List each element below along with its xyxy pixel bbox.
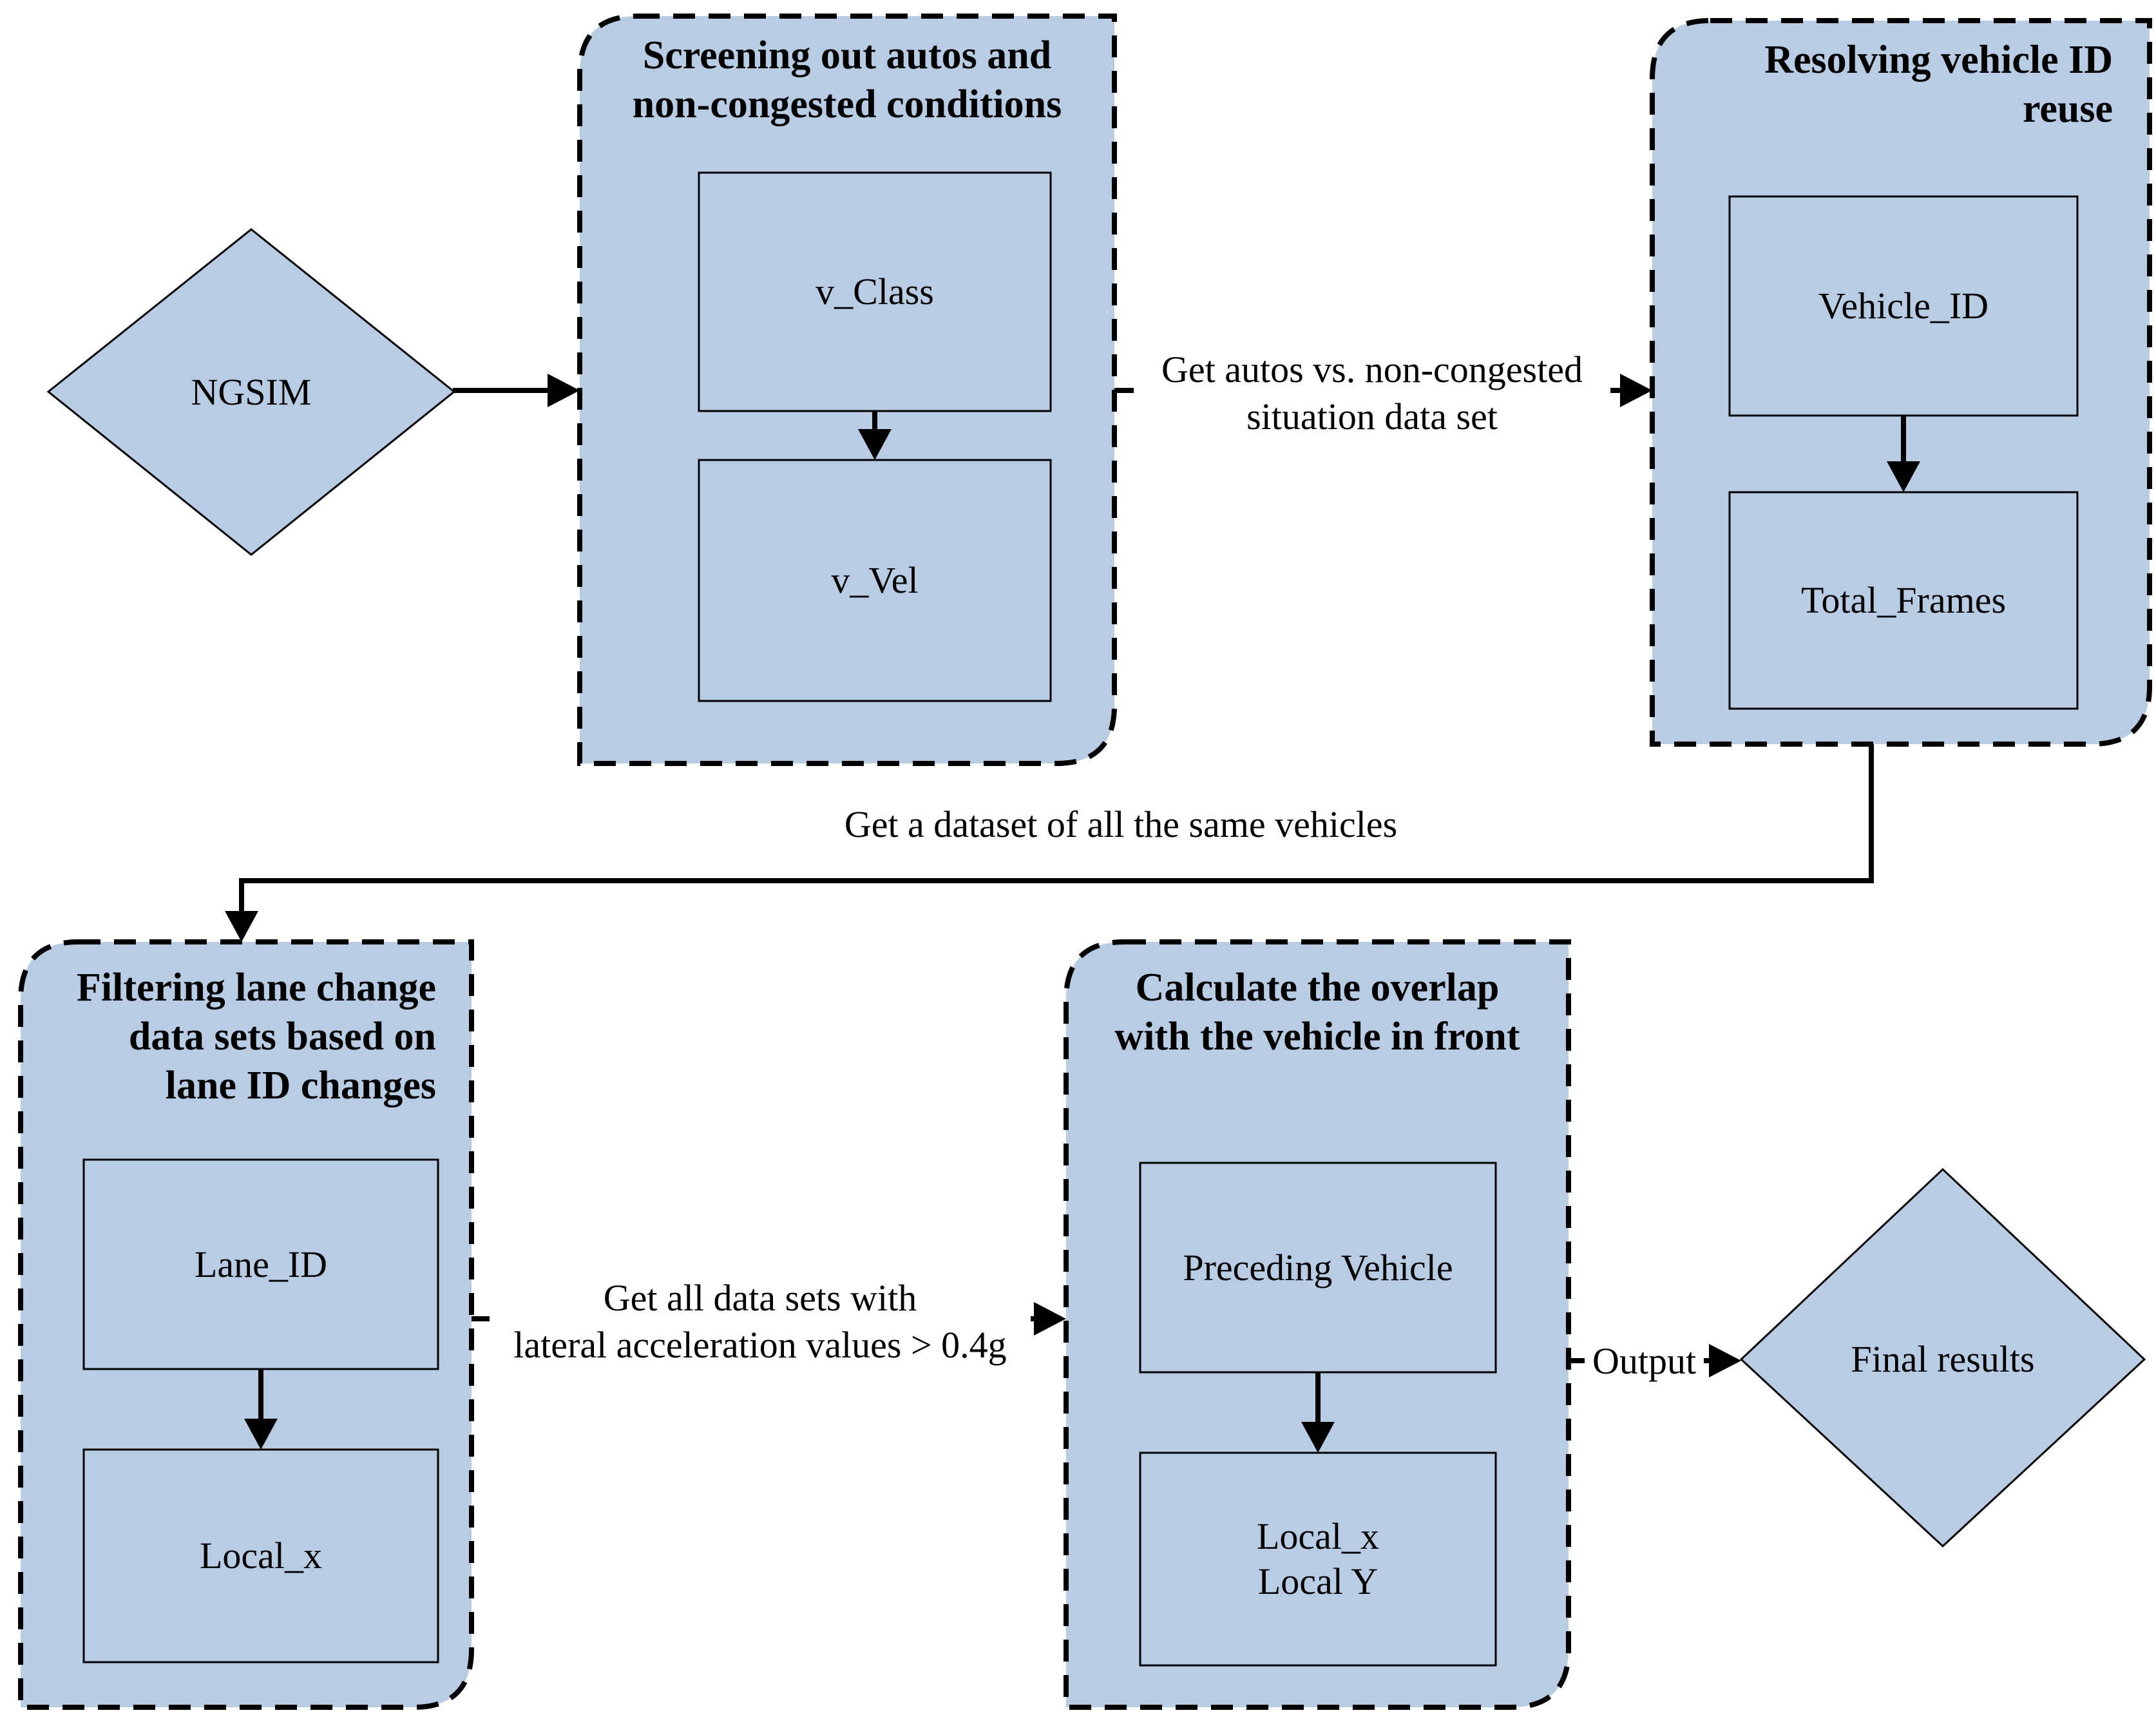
filtering-title-line3: lane ID changes xyxy=(165,1064,436,1107)
arrowhead-laneid-to-localx xyxy=(244,1419,278,1450)
edge-label-autos-line2: situation data set xyxy=(1246,396,1498,437)
v-class-box xyxy=(698,171,1052,412)
vehicle-id-label: Vehicle_ID xyxy=(1818,285,1989,327)
resolving-title: Resolving vehicle ID reuse xyxy=(1652,35,2113,133)
arrowhead-resolving-to-filtering xyxy=(225,911,258,942)
edge-label-lateral-line2: lateral acceleration values > 0.4g xyxy=(513,1324,1007,1366)
filtering-title-line1: Filtering lane change xyxy=(77,966,436,1010)
arrowhead-preceding-to-localxy xyxy=(1301,1422,1335,1453)
lane-id-label: Lane_ID xyxy=(194,1243,328,1285)
local-xy-line2: Local Y xyxy=(1257,1560,1379,1602)
final-results-diamond-shape xyxy=(1739,1167,2146,1548)
resolving-title-line2: reuse xyxy=(2022,87,2113,131)
edge-resolving-to-filtering xyxy=(239,744,1874,912)
v-vel-box xyxy=(698,459,1052,702)
screening-title-line2: non-congested conditions xyxy=(632,82,1062,126)
local-x-label: Local_x xyxy=(199,1535,323,1576)
edge-label-lateral: Get all data sets with lateral accelerat… xyxy=(490,1274,1031,1368)
arrowhead-filtering-to-overlap xyxy=(1034,1302,1066,1336)
edge-label-same-vehicles: Get a dataset of all the same vehicles xyxy=(844,803,1398,845)
filtering-title-line2: data sets based on xyxy=(128,1015,436,1059)
local-x-box xyxy=(82,1448,439,1663)
v-vel-label: v_Vel xyxy=(831,559,919,601)
ngsim-label: NGSIM xyxy=(191,371,312,413)
screening-title: Screening out autos and non-congested co… xyxy=(580,31,1114,129)
filtering-title: Filtering lane change data sets based on… xyxy=(21,963,436,1110)
total-frames-label: Total_Frames xyxy=(1800,579,2007,621)
edge-label-autos-line1: Get autos vs. non-congested xyxy=(1161,349,1583,390)
local-xy-label: Local_x Local Y xyxy=(1140,1453,1496,1665)
edge-label-lateral-line1: Get all data sets with xyxy=(603,1277,917,1319)
arrowhead-overlap-to-final xyxy=(1709,1344,1741,1377)
arrowhead-ngsim-to-screening xyxy=(548,374,580,407)
arrowhead-vehicleid-to-totalframes xyxy=(1887,461,1920,492)
final-results-label: Final results xyxy=(1851,1338,2035,1380)
edge-label-autos: Get autos vs. non-congested situation da… xyxy=(1134,346,1610,440)
local-xy-box xyxy=(1139,1452,1497,1667)
arrowhead-screening-to-resolving xyxy=(1620,374,1652,407)
overlap-title: Calculate the overlap with the vehicle i… xyxy=(1066,963,1569,1061)
overlap-title-line2: with the vehicle in front xyxy=(1114,1015,1520,1059)
overlap-title-line1: Calculate the overlap xyxy=(1135,966,1500,1010)
preceding-vehicle-box xyxy=(1139,1162,1497,1374)
preceding-vehicle-label: Preceding Vehicle xyxy=(1183,1246,1453,1289)
total-frames-box xyxy=(1728,491,2079,710)
resolving-title-line1: Resolving vehicle ID xyxy=(1764,38,2113,82)
arrowhead-vclass-to-vvel xyxy=(858,429,892,460)
v-class-label: v_Class xyxy=(816,271,934,312)
screening-title-line1: Screening out autos and xyxy=(642,34,1052,77)
local-xy-line1: Local_x xyxy=(1256,1515,1380,1557)
edge-label-output: Output xyxy=(1585,1337,1704,1384)
